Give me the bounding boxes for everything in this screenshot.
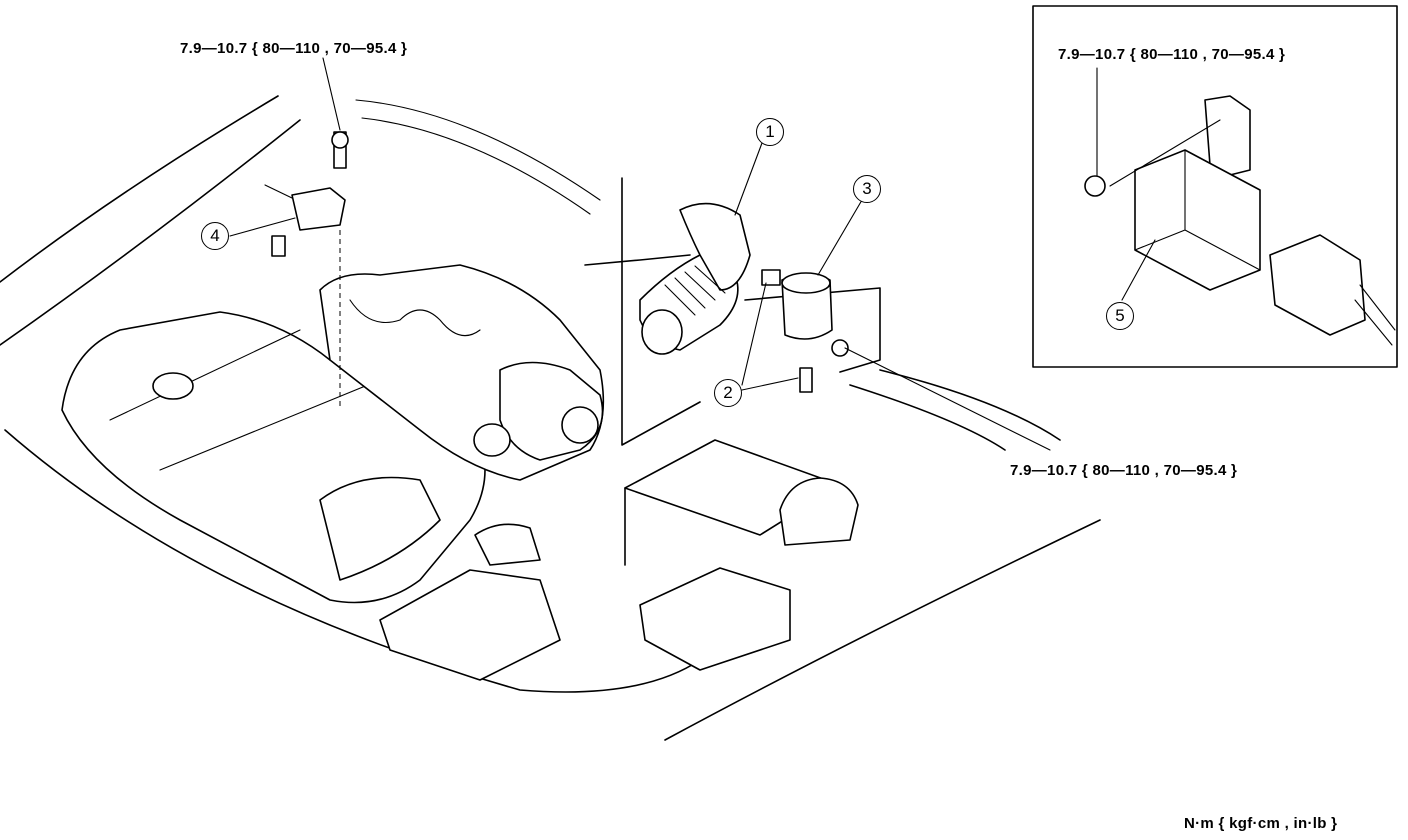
leader-right bbox=[844, 347, 1051, 451]
throttle-body-port bbox=[561, 406, 599, 444]
leader-2a bbox=[741, 282, 767, 386]
front-edge bbox=[664, 519, 1101, 741]
callout-4: 4 bbox=[201, 222, 229, 250]
leader-4 bbox=[229, 217, 296, 237]
relay-edge bbox=[1134, 149, 1261, 271]
callout-2: 2 bbox=[714, 379, 742, 407]
breather-tube bbox=[584, 254, 691, 266]
manifold-runners bbox=[349, 299, 481, 337]
valve-cover-ridge-2 bbox=[159, 379, 381, 471]
hood-outline bbox=[0, 95, 279, 283]
clip-2 bbox=[799, 367, 813, 393]
fender-right bbox=[879, 369, 1061, 441]
bolt-head-top-left bbox=[331, 131, 349, 149]
inset-frame bbox=[1032, 5, 1398, 368]
air-hose-end bbox=[641, 309, 683, 355]
solenoid-cap bbox=[781, 272, 831, 294]
bracket-plane-1 bbox=[621, 177, 701, 446]
units-label: N·m { kgf·cm , in·lb } bbox=[1184, 815, 1338, 832]
air-hose-elbow bbox=[679, 202, 751, 291]
callout-1: 1 bbox=[756, 118, 784, 146]
leader-3 bbox=[817, 199, 863, 276]
torque-label-top-left: 7.9—10.7 { 80—110 , 70—95.4 } bbox=[180, 40, 408, 57]
clip-2b bbox=[761, 269, 781, 286]
callout-3: 3 bbox=[853, 175, 881, 203]
nut-4 bbox=[271, 235, 286, 257]
air-hose-ribs bbox=[664, 265, 726, 316]
leader-1 bbox=[734, 142, 763, 216]
fender-right-2 bbox=[849, 384, 1006, 451]
leader-5 bbox=[1121, 239, 1156, 301]
valve-cover-ridge bbox=[109, 329, 301, 421]
leader-top-left bbox=[322, 57, 341, 131]
cowl-line-2 bbox=[361, 117, 591, 215]
cowl-line bbox=[355, 99, 601, 201]
solenoid-nut bbox=[831, 339, 849, 357]
callout-5: 5 bbox=[1106, 302, 1134, 330]
torque-label-right: 7.9—10.7 { 80—110 , 70—95.4 } bbox=[1010, 462, 1238, 479]
idle-air-valve bbox=[473, 423, 511, 457]
relay-box bbox=[639, 567, 791, 671]
oil-cap bbox=[152, 372, 194, 400]
hose-4 bbox=[264, 184, 293, 199]
relay-connector bbox=[1269, 234, 1366, 336]
hood-inner-line bbox=[0, 119, 301, 346]
relay-wires bbox=[1354, 284, 1396, 346]
brake-box bbox=[379, 569, 561, 681]
torque-label-inset: 7.9—10.7 { 80—110 , 70—95.4 } bbox=[1058, 46, 1286, 63]
solenoid-4 bbox=[291, 187, 346, 231]
leader-2b bbox=[741, 377, 799, 391]
stud-line bbox=[1109, 119, 1221, 187]
harness bbox=[319, 476, 441, 581]
inset-nut bbox=[1084, 175, 1106, 197]
relay-bracket bbox=[1204, 95, 1251, 176]
reservoir bbox=[779, 477, 859, 546]
master-cylinder bbox=[474, 523, 541, 566]
